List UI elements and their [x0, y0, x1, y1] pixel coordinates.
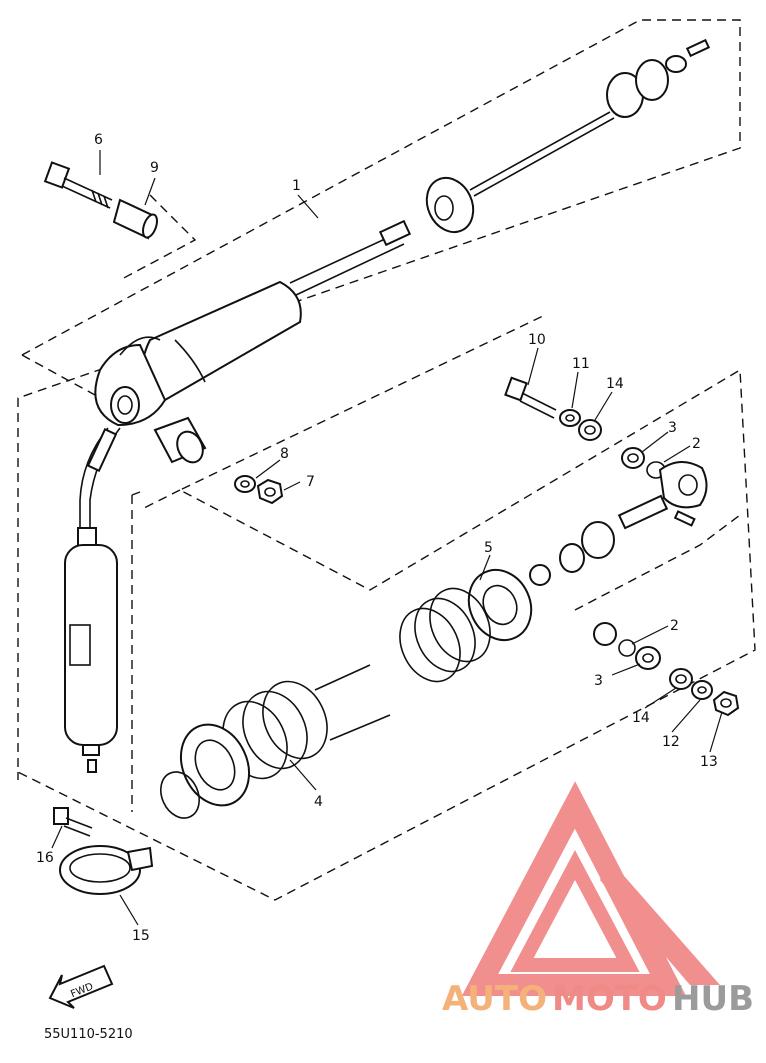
spacer-collar — [153, 416, 207, 464]
spring-seat-part-5 — [467, 568, 533, 642]
callout-10: 10 — [528, 332, 546, 348]
callout-1: 1 — [292, 178, 301, 194]
leader-lines — [51, 150, 723, 926]
washer-part-8 — [234, 475, 256, 493]
bushing-part-3-lower — [635, 646, 661, 670]
bushing-lower — [593, 622, 617, 646]
callout-7: 7 — [306, 474, 315, 490]
shock-absorber-body — [94, 219, 412, 427]
callout-8: 8 — [280, 446, 289, 462]
lower-clevis — [617, 461, 708, 530]
circlip-part-2-lower — [618, 639, 636, 657]
washer-part-12 — [691, 680, 713, 700]
bolt-part-16 — [53, 807, 93, 837]
reservoir-hose — [79, 427, 121, 540]
reservoir-canister — [64, 527, 118, 773]
watermark-auto: AUTO — [442, 979, 547, 1019]
collar-part-14-lower — [669, 668, 693, 690]
bolt-part-10 — [504, 376, 557, 419]
damper-rod-assembly — [425, 38, 711, 234]
assembly-outline-1 — [17, 19, 756, 901]
callout-13: 13 — [700, 754, 718, 770]
callout-6: 6 — [94, 132, 103, 148]
bolt-part-6 — [43, 161, 113, 209]
washer-part-11 — [559, 409, 581, 427]
callout-14-upper: 14 — [606, 376, 624, 392]
callout-11: 11 — [572, 356, 590, 372]
watermark-hub: HUB — [672, 979, 754, 1019]
watermark-moto: MOTO — [552, 979, 667, 1019]
callout-3-lower: 3 — [594, 673, 603, 689]
callout-2-lower: 2 — [670, 618, 679, 634]
callout-12: 12 — [662, 734, 680, 750]
collar-part-9 — [112, 198, 158, 240]
diagram-code: 55U110-5210 — [44, 1027, 133, 1042]
callout-16: 16 — [36, 850, 54, 866]
spring-part-4 — [159, 664, 391, 819]
callout-15: 15 — [132, 928, 150, 944]
nut-part-13 — [712, 690, 740, 717]
callout-14-lower: 14 — [632, 710, 650, 726]
callout-3-upper: 3 — [668, 420, 677, 436]
fwd-arrow-icon: FWD — [48, 964, 114, 1009]
nut-part-7 — [256, 478, 284, 505]
bushing-part-3-upper — [621, 447, 645, 469]
callout-9: 9 — [150, 160, 159, 176]
band-part-15 — [59, 845, 154, 895]
watermark-logo-icon — [461, 781, 720, 996]
spring-upper — [399, 587, 491, 683]
callout-2-upper: 2 — [692, 436, 701, 452]
callout-4: 4 — [314, 794, 323, 810]
watermark-text: AUTO MOTO HUB — [442, 979, 754, 1019]
callout-5: 5 — [484, 540, 493, 556]
adjuster-stack — [529, 521, 615, 586]
collar-part-14 — [578, 419, 602, 441]
callout-labels: 6 9 1 8 7 10 11 14 3 2 5 2 3 14 12 13 4 … — [36, 132, 718, 944]
